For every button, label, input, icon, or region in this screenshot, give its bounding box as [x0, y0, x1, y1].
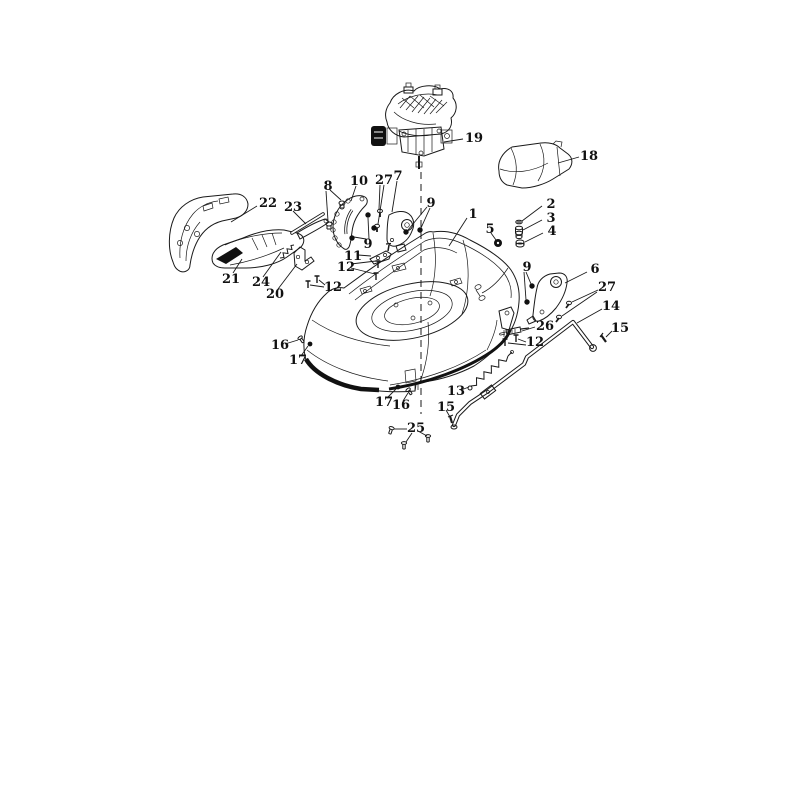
- callout-6-label: 6: [590, 262, 599, 277]
- spring-illustration: [467, 350, 514, 391]
- grommet-illustration: [494, 239, 502, 247]
- callout-13-label: 13: [447, 384, 465, 399]
- callout-19-label: 19: [465, 131, 483, 146]
- deflector-illustration: [498, 140, 573, 189]
- rear-door-illustration: [168, 193, 249, 273]
- callout-17-label: 17: [289, 353, 307, 368]
- nut-17-illustrations: [307, 341, 401, 390]
- callout-21-label: 21: [222, 272, 240, 287]
- callout-15-label: 15: [611, 321, 629, 336]
- callout-17-label: 17: [375, 395, 393, 410]
- rod-illustration: [290, 212, 325, 235]
- small-spring-illustration: [279, 244, 295, 259]
- leader-lines: [230, 138, 613, 443]
- engine-illustration: [371, 82, 457, 169]
- adjuster-plate-illustration: [526, 272, 572, 325]
- screw-8-illustrations: [325, 200, 346, 230]
- callout-8-label: 8: [323, 179, 332, 194]
- callout-25-label: 25: [407, 421, 425, 436]
- callout-14-label: 14: [602, 299, 620, 314]
- callout-11-label: 11: [344, 249, 362, 264]
- callout-24-label: 24: [252, 275, 270, 290]
- callout-22-label: 22: [259, 196, 277, 211]
- callout-9-label: 9: [522, 260, 531, 275]
- cable-bracket-illustration: [369, 242, 392, 265]
- callout-27-label: 27: [598, 280, 616, 295]
- callout-16-label: 16: [271, 338, 289, 353]
- callout-9-label: 9: [426, 196, 435, 211]
- cable-end-illustration: [499, 326, 530, 336]
- callout-12-label: 12: [324, 280, 342, 295]
- callout-4-label: 4: [547, 224, 556, 239]
- callout-3-label: 3: [546, 211, 555, 226]
- callout-7-label: 7: [393, 169, 402, 184]
- callout-20-label: 20: [266, 287, 284, 302]
- callout-16-label: 16: [392, 398, 410, 413]
- callout-27-label: 27: [375, 173, 393, 188]
- fastener-column-illustrations: [515, 219, 525, 248]
- callout-15-label: 15: [437, 400, 455, 415]
- lever-plate-illustration: [386, 211, 415, 253]
- callout-9-label: 9: [363, 237, 372, 252]
- nut-9-illustrations: [349, 212, 535, 305]
- mulch-plug-illustration: [211, 218, 330, 269]
- callout-26-label: 26: [536, 319, 554, 334]
- callout-10-label: 10: [350, 174, 368, 189]
- callout-5-label: 5: [485, 222, 494, 237]
- height-quadrant-illustration: [330, 195, 368, 250]
- handle-bar-illustration: [450, 319, 597, 430]
- pin-15-illustrations: [447, 332, 607, 424]
- callout-12-label: 12: [337, 260, 355, 275]
- bracket-20-illustration: [293, 246, 315, 271]
- callout-23-label: 23: [284, 200, 302, 215]
- callout-12-label: 12: [526, 335, 544, 350]
- callout-1-label: 1: [468, 207, 477, 222]
- callout-2-label: 2: [546, 197, 555, 212]
- screw-16-illustrations: [297, 335, 413, 396]
- engine-hatching: [399, 94, 448, 115]
- muffler: [371, 126, 386, 146]
- callout-18-label: 18: [580, 149, 598, 164]
- deck-illustration: [303, 230, 520, 393]
